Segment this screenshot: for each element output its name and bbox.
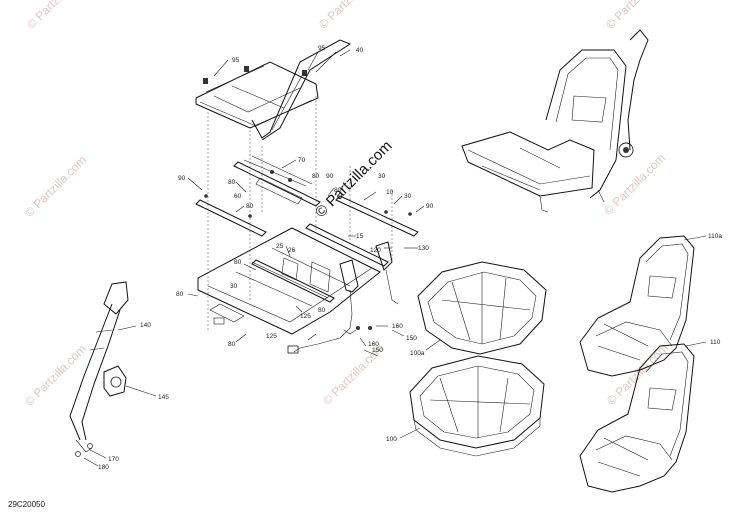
callout-label: 80 [246,203,254,210]
callout-label: 180 [98,464,109,471]
callout-label: 95 [318,45,326,52]
callout-label: 145 [158,394,169,401]
callout-label: 80 [234,259,242,266]
callout-label: 100 [386,436,397,443]
seat-110 [579,343,695,493]
callout-label: 90 [326,173,334,180]
leader-lines [83,49,707,467]
callout-label: 120 [370,247,381,254]
callout-label: 95 [232,57,240,64]
callout-label: 26 [288,247,296,254]
callout-label: 80 [334,187,342,194]
callout-label: 170 [108,456,119,463]
callout-label: 15 [356,233,364,240]
callout-label: 80 [228,341,236,348]
callout-label: 110 [710,339,721,346]
lower-seat-base [197,223,389,335]
callout-label: 150 [372,347,383,354]
callout-label: 100a [410,350,425,357]
callout-label: 40 [356,47,364,54]
callout-label: 110a [708,233,722,240]
seat-cushion-100 [409,355,545,457]
callout-label: 90 [426,203,434,210]
callout-label: 90 [178,175,186,182]
callout-label: 160 [368,341,379,348]
callout-label: 30 [230,283,238,290]
callout-label: 150 [406,335,417,342]
callout-label: 125 [300,313,311,320]
callout-label: 60 [234,193,242,200]
seat-belt-buckle [287,241,399,354]
callout-label: 70 [298,157,306,164]
callout-label: 160 [392,323,403,330]
seat-belt-assembly [69,281,129,457]
callout-label: 125 [266,333,277,340]
callout-label: 80 [312,173,320,180]
callout-label: 140 [140,322,151,329]
callout-label: 30 [378,173,386,180]
upper-seat-frame [195,39,352,141]
seat-cushion-100a [417,261,547,355]
seat-110a [579,235,695,377]
slide-rails [195,155,419,237]
callout-label: 30 [404,193,412,200]
callout-label: 25 [276,243,284,250]
assembly-guides [207,96,393,330]
diagram-code: 29C20050 [8,500,45,509]
callout-label: 10 [386,189,394,196]
callout-labels: 95 95 40 90 80 70 80 90 80 60 80 30 10 3… [98,45,722,471]
complete-seat [461,29,649,213]
callout-label: 130 [418,245,429,252]
callout-label: 80 [228,179,236,186]
callout-label: 80 [318,307,326,314]
callout-label: 80 [176,291,184,298]
